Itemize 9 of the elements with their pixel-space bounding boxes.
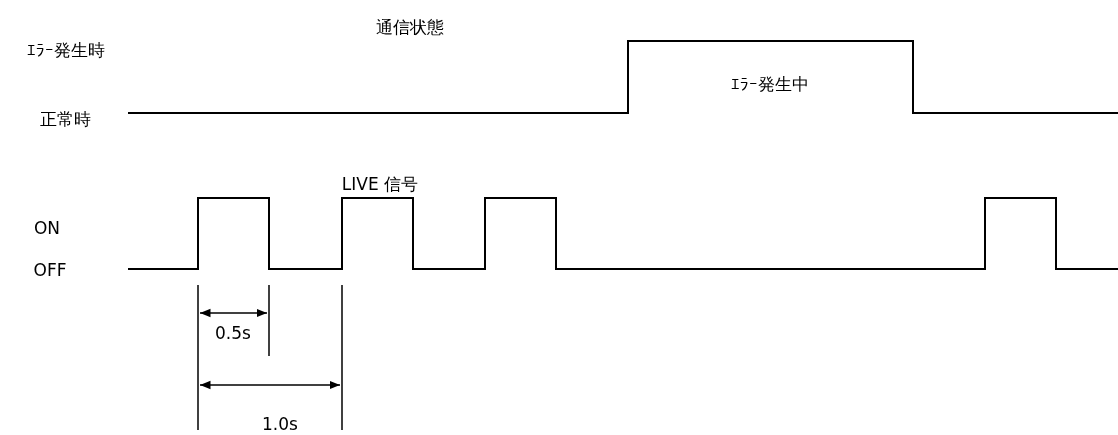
dimension-label: 0.5s [215, 324, 251, 342]
axis-label: 正常時 [39, 110, 91, 128]
axis-label: OFF [33, 261, 67, 279]
state-label: ｴﾗｰ発生中 [731, 75, 809, 93]
dimension-label: 1.0s [262, 415, 298, 433]
chart-title: LIVE 信号 [341, 175, 419, 193]
chart-title: 通信状態 [376, 18, 444, 36]
axis-label: ON [33, 219, 61, 237]
axis-label: ｴﾗｰ発生時 [27, 41, 105, 59]
